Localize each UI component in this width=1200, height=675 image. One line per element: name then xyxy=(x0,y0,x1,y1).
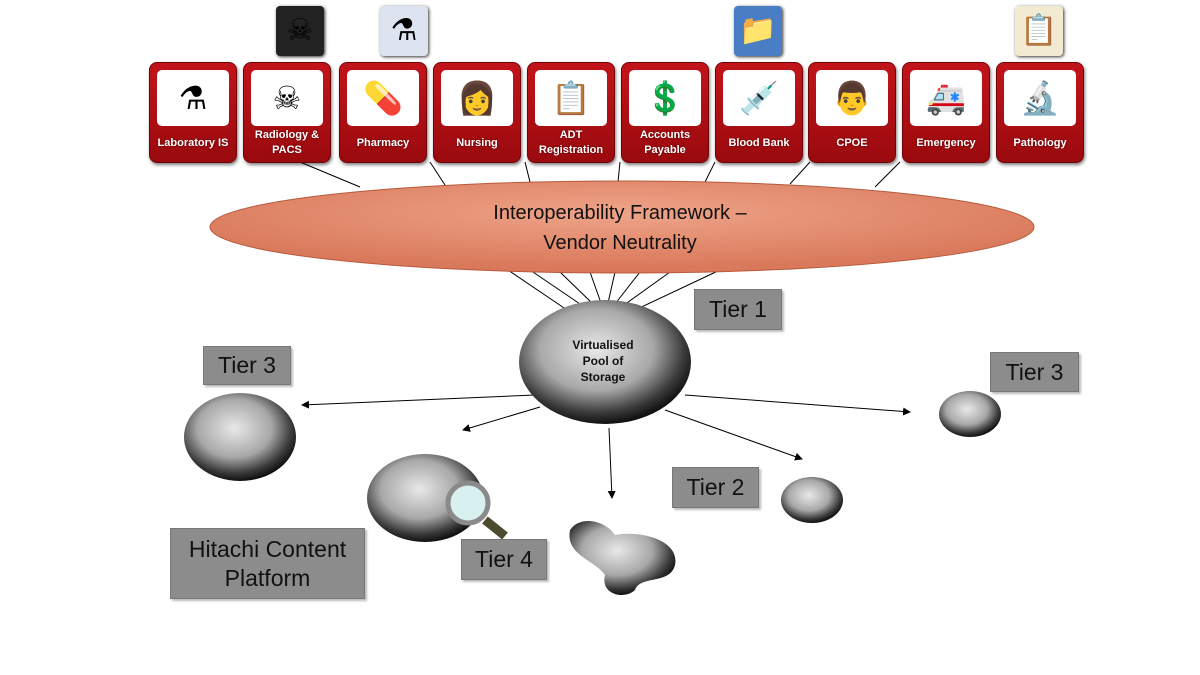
app-label: CPOE xyxy=(836,136,868,149)
tier3-right-blob xyxy=(939,391,1001,437)
medical-clipboard-icon: 📋 xyxy=(1015,6,1063,56)
framework-line2: Vendor Neutrality xyxy=(543,232,697,254)
storage-blobs xyxy=(184,300,1001,595)
app-tile-radiology-pacs[interactable]: ☠ Radiology & PACS xyxy=(243,62,331,163)
doctor-computer-icon: 👨 xyxy=(816,70,888,126)
syringe-icon: 💉 xyxy=(723,70,795,126)
app-tile-pharmacy[interactable]: 💊 Pharmacy xyxy=(339,62,427,163)
tier-arrows xyxy=(301,394,911,499)
app-tile-blood-bank[interactable]: 💉 Blood Bank xyxy=(715,62,803,163)
app-label: Laboratory IS xyxy=(157,136,229,149)
tier4-label: Tier 4 xyxy=(461,539,547,580)
interoperability-framework-ellipse xyxy=(209,180,1035,274)
app-label: Emergency xyxy=(916,136,976,149)
pool-line2: Pool of xyxy=(582,354,624,368)
tier2-label: Tier 2 xyxy=(672,467,759,508)
app-tile-cpoe[interactable]: 👨 CPOE xyxy=(808,62,896,163)
app-tile-pathology[interactable]: 🔬 Pathology xyxy=(996,62,1084,163)
app-label: Accounts Payable xyxy=(639,129,691,156)
app-links xyxy=(299,161,901,313)
app-label: Pathology xyxy=(1013,136,1067,149)
flask-icon: ⚗ xyxy=(157,70,229,126)
app-tile-adt-registration[interactable]: 📋 ADT Registration xyxy=(527,62,615,163)
tier4-puddle xyxy=(569,520,676,595)
app-label: Nursing xyxy=(456,136,498,149)
user-dollar-icon: 💲 xyxy=(629,70,701,126)
medical-folder-icon: 📁 xyxy=(734,6,782,56)
clipboard-icon: 📋 xyxy=(535,70,607,126)
x-ray-icon: ☠ xyxy=(251,70,323,126)
framework-label: Interoperability Framework – Vendor Neut… xyxy=(420,198,820,258)
microscope-icon: 🔬 xyxy=(1004,70,1076,126)
tier2-blob xyxy=(781,477,843,523)
tier3-left-label: Tier 3 xyxy=(203,346,291,385)
app-tile-nursing[interactable]: 👩 Nursing xyxy=(433,62,521,163)
pool-line3: Storage xyxy=(580,370,626,384)
app-tile-laboratory-is[interactable]: ⚗ Laboratory IS xyxy=(149,62,237,163)
app-label: Radiology & PACS xyxy=(254,129,320,156)
tier1-label: Tier 1 xyxy=(694,289,782,330)
tier3-right-label: Tier 3 xyxy=(990,352,1079,392)
magnifier-icon xyxy=(445,480,508,540)
app-tile-accounts-payable[interactable]: 💲 Accounts Payable xyxy=(621,62,709,163)
hcp-line1: Hitachi Content xyxy=(188,535,347,562)
app-label: Pharmacy xyxy=(356,136,410,149)
tier3-left-blob xyxy=(184,393,296,481)
hitachi-content-platform-label: Hitachi Content Platform xyxy=(170,528,365,599)
app-label: ADT Registration xyxy=(538,129,604,156)
app-tile-emergency[interactable]: 🚑 Emergency xyxy=(902,62,990,163)
x-ray-film-icon: ☠ xyxy=(276,6,324,56)
pill-icon: 💊 xyxy=(347,70,419,126)
pool-line1: Virtualised xyxy=(572,338,634,352)
central-storage-pool xyxy=(519,300,691,424)
app-label: Blood Bank xyxy=(728,136,790,149)
hcp-line2: Platform xyxy=(224,564,311,591)
beakers-icon: ⚗ xyxy=(380,6,428,56)
ambulance-icon: 🚑 xyxy=(910,70,982,126)
framework-line1: Interoperability Framework – xyxy=(493,202,747,224)
nurse-icon: 👩 xyxy=(441,70,513,126)
pool-label: Virtualised Pool of Storage xyxy=(553,337,653,385)
